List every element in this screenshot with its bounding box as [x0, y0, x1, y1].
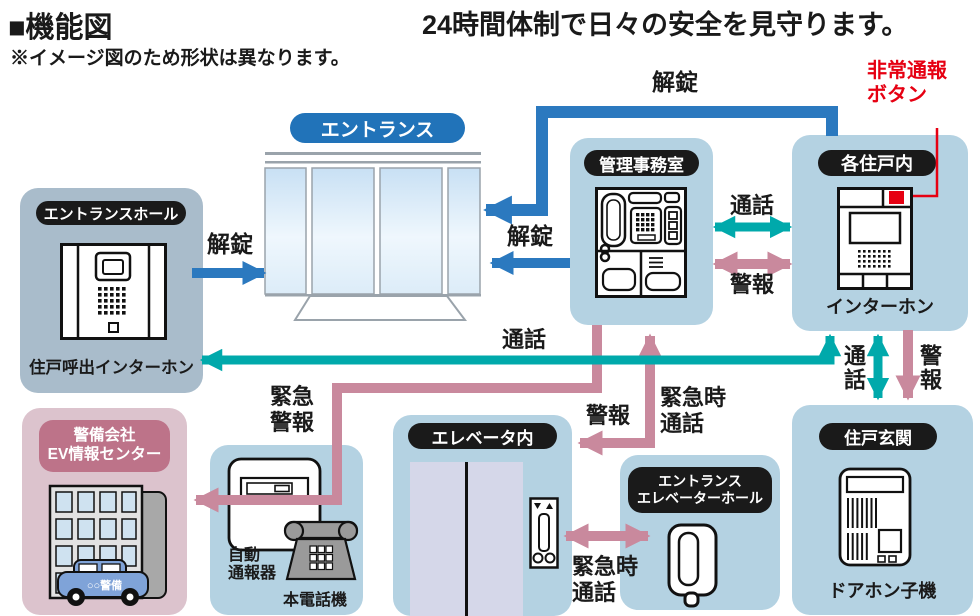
- alarm-management-unit-label: 警報: [730, 272, 775, 297]
- car-text: ○○警備: [86, 580, 123, 592]
- elevator-label: エレベータ内: [408, 423, 557, 449]
- elevator-alarm-label: 警報: [586, 403, 631, 428]
- security-company-label: 警備会社 EV情報センター: [39, 420, 170, 472]
- entry-box: 住戸玄関 ドアホン子機: [792, 405, 973, 615]
- building-icon: [48, 484, 167, 606]
- section-title: ■機能図: [8, 12, 113, 44]
- elevator-doors-icon: [410, 462, 523, 616]
- entrance-doors: [264, 152, 481, 321]
- management-office-label: 管理事務室: [584, 150, 699, 176]
- intercom-icon: [837, 187, 913, 290]
- long-call-label: 通話: [502, 327, 547, 352]
- security-company-box: 警備会社 EV情報センター ○○警備: [22, 408, 187, 615]
- call-management-unit-label: 通話: [730, 193, 775, 218]
- elevator-panel-icon: [529, 497, 559, 569]
- car-icon: [57, 559, 149, 606]
- telephone-caption: 本電話機: [283, 592, 348, 609]
- emergency-button-label: 非常通報 ボタン: [867, 60, 947, 106]
- entry-label: 住戸玄関: [819, 423, 937, 450]
- entrance-hall-box: エントランスホール 住戸呼出インターホン: [20, 188, 203, 393]
- emergency-alarm-label: 緊急 警報: [270, 384, 315, 435]
- elevator-hall-label: エントランス エレベーターホール: [628, 467, 772, 513]
- entrance-hall-caption: 住戸呼出インターホン: [29, 359, 194, 377]
- auto-reporter-caption: 自動 通報器: [228, 547, 277, 583]
- entry-caption: ドアホン子機: [828, 581, 937, 601]
- lobby-intercom-icon: [60, 243, 167, 340]
- page-title: 24時間体制で日々の安全を見守ります。: [422, 10, 909, 40]
- doorphone-icon: [838, 467, 912, 567]
- telephone-icon: [283, 520, 359, 581]
- entry-alarm-label: 警報: [916, 344, 942, 392]
- emergency-button-icon: [889, 191, 904, 204]
- entrance-hall-label: エントランスホール: [36, 201, 186, 225]
- elevator-hall-box: エントランス エレベーターホール: [620, 455, 780, 610]
- entry-call-label: 通話: [840, 344, 866, 392]
- handset-icon: [667, 523, 718, 608]
- auto-reporter-box: 自動 通報器 本電話機: [210, 445, 363, 615]
- entrance-label: エントランス: [290, 113, 465, 143]
- unlock-mid-label: 解錠: [507, 223, 553, 249]
- elevator-emergency-call-label: 緊急時 通話: [660, 385, 727, 436]
- unlock-top-label: 解錠: [652, 69, 698, 95]
- control-panel-icon: [595, 187, 687, 298]
- management-office-box: 管理事務室: [570, 138, 713, 325]
- elevator-box: エレベータ内: [393, 415, 572, 616]
- disclaimer-note: ※イメージ図のため形状は異なります。: [10, 48, 350, 69]
- unit-label: 各住戸内: [818, 150, 936, 176]
- unit-caption: インターホン: [826, 297, 934, 317]
- hall-emergency-call-label: 緊急時 通話: [572, 554, 639, 605]
- unlock-left-label: 解錠: [207, 231, 253, 257]
- unit-box: 各住戸内 インターホン: [792, 135, 968, 331]
